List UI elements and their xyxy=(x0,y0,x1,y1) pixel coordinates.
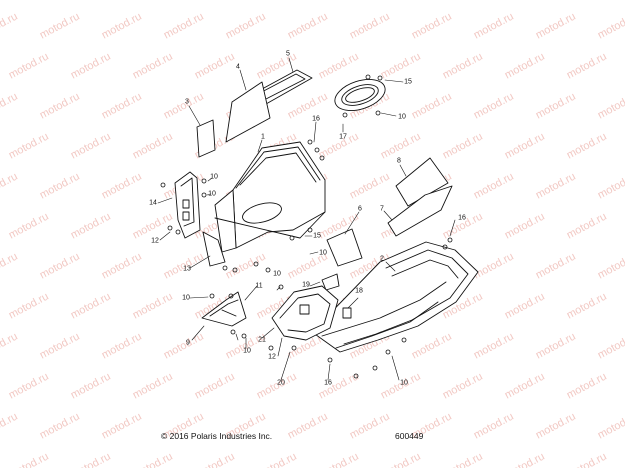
callout-11: 11 xyxy=(255,282,263,290)
callout-14: 14 xyxy=(149,199,157,207)
callout-13: 13 xyxy=(183,265,191,273)
callout-10-mid: 10 xyxy=(319,249,327,257)
part-14-left-bracket xyxy=(174,171,201,239)
callout-1: 1 xyxy=(261,133,265,141)
callout-10-left-2: 10 xyxy=(208,190,216,198)
callout-9: 9 xyxy=(186,339,190,347)
callout-10-bottom-right: 10 xyxy=(400,379,408,387)
callout-10-top: 10 xyxy=(398,113,406,121)
fasteners xyxy=(160,74,453,379)
callout-16-top: 16 xyxy=(312,115,320,123)
callout-5: 5 xyxy=(286,50,290,58)
callout-8: 8 xyxy=(397,157,401,165)
callout-10-left: 10 xyxy=(210,173,218,181)
callout-19: 19 xyxy=(302,281,310,289)
diagram-number: 600449 xyxy=(395,431,424,441)
callout-10-lower: 10 xyxy=(273,270,281,278)
part-4-panel xyxy=(225,81,271,143)
part-8-panel xyxy=(395,157,449,207)
callout-3: 3 xyxy=(185,98,189,106)
callout-15-mid: 15 xyxy=(313,232,321,240)
part-20-lower-panel xyxy=(271,285,339,341)
callout-10-bracket: 10 xyxy=(182,294,190,302)
part-3-panel xyxy=(196,119,216,158)
callout-4: 4 xyxy=(236,63,240,71)
part-18-small-part xyxy=(342,307,352,319)
callout-17: 17 xyxy=(339,133,347,141)
callout-12-left: 12 xyxy=(151,237,159,245)
callout-6: 6 xyxy=(358,205,362,213)
callout-18: 18 xyxy=(355,287,363,295)
callout-2: 2 xyxy=(380,255,384,263)
callout-16-right: 16 xyxy=(458,214,466,222)
part-9-bracket xyxy=(201,291,247,327)
callout-16-bottom: 16 xyxy=(324,379,332,387)
callout-10-bottom-left: 10 xyxy=(243,347,251,355)
part-19-clip xyxy=(321,273,340,291)
part-7-panel xyxy=(387,185,453,237)
copyright-text: © 2016 Polaris Industries Inc. xyxy=(161,431,273,441)
callout-21: 21 xyxy=(258,336,266,344)
callout-15-top: 15 xyxy=(404,78,412,86)
part-2-side-panel xyxy=(311,241,479,353)
part-6-panel xyxy=(326,228,363,267)
part-1-console-tunnel xyxy=(202,141,326,267)
part-17-oval-vent xyxy=(334,78,386,112)
callout-12-bottom: 12 xyxy=(268,353,276,361)
leader-lines xyxy=(157,57,456,381)
callout-7: 7 xyxy=(380,205,384,213)
callout-20: 20 xyxy=(277,379,285,387)
